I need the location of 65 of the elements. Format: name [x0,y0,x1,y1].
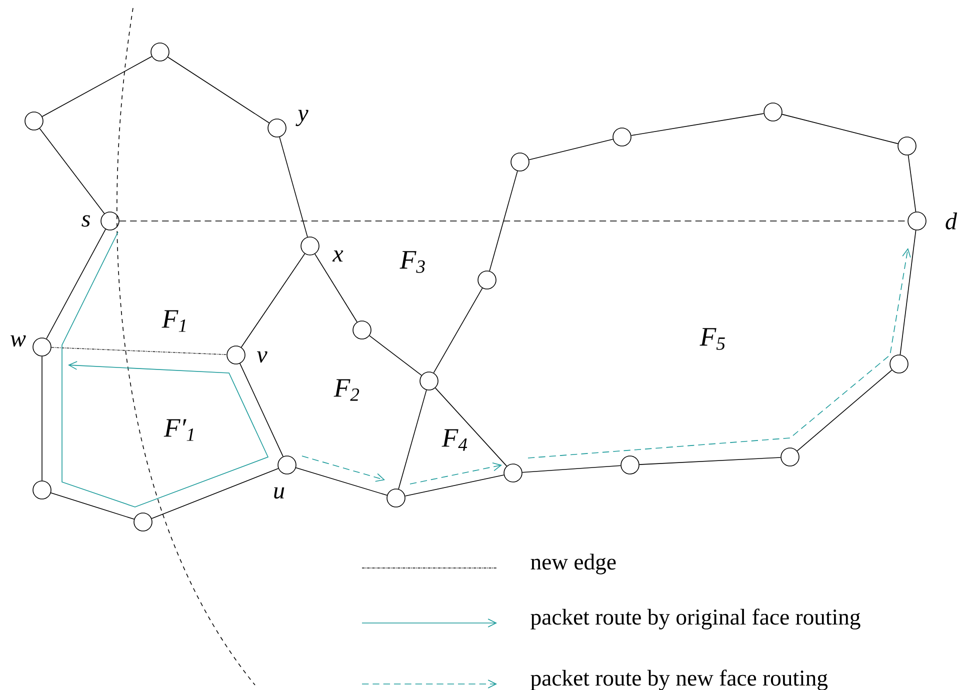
graph-edge [433,288,483,374]
graph-edge [782,114,898,144]
legend-text: packet route by original face routing [530,608,860,630]
vertex-circle [268,118,286,138]
face-label: F$_{3}$ [400,251,425,273]
vertex-label: s [82,215,90,227]
vertex-label: v [257,351,268,363]
face-label: F$_{4}$ [442,429,468,451]
graph-edge [314,254,358,322]
graph-edge [50,492,134,520]
vertex-circle [420,372,438,390]
graph-edge [369,335,422,376]
vertex-circle [24,112,44,130]
graph-edge [167,56,270,124]
vertex-label: d [946,212,958,230]
vertex-circle [278,456,296,474]
graph-edge [900,230,916,356]
vertex-circle [352,320,372,340]
vertex-circle [504,464,522,482]
face-label: F′$_{1}$ [164,419,194,441]
vertex-circle [32,480,52,500]
vertex-circle [150,42,170,62]
face-label: F$_{2}$ [334,379,360,401]
vertex-circle [478,270,496,290]
graph-edge [796,370,892,452]
graph-edge [151,468,279,519]
vertex-circle [226,346,246,364]
vertex-circle [780,448,800,466]
graph-edge [434,388,508,466]
vertex-circle [764,102,782,122]
graph-edge [908,154,916,212]
legend-text: packet route by new face routing [530,670,828,690]
graph-edge [528,138,614,160]
graph-edge [630,113,764,136]
graph-edge [51,347,228,356]
vertex-circle [890,354,908,374]
face-label: F$_{5}$ [700,328,725,350]
vertex-label: u [274,487,284,499]
vertex-circle [300,236,320,256]
vertex-circle [134,512,152,532]
vertex-circle [510,152,530,172]
graph-edge [46,228,106,340]
graph-edge [42,56,152,117]
vertex-circle [100,212,120,230]
vertex-circle [908,212,926,230]
vertex-circle [612,128,632,146]
vertex-circle [386,488,406,508]
vertex-label: y [296,110,308,126]
graph-edge [398,390,427,490]
vertex-label: x [332,250,344,262]
graph-edge [279,136,308,238]
graph-edge [522,465,622,473]
graph-edge [296,467,388,496]
face-label: F$_{1}$ [162,310,186,332]
vertex-circle [620,456,640,474]
graph-edge [639,457,782,465]
graph-edge [240,363,284,457]
graph-edge [489,170,518,272]
vertex-circle [32,338,52,356]
graph-edge [404,474,504,496]
graph-edge [39,128,105,214]
graph-edge [240,253,306,348]
vertex-circle [898,136,916,156]
legend-text: new edge [530,554,616,574]
vertex-label: w [10,335,26,347]
